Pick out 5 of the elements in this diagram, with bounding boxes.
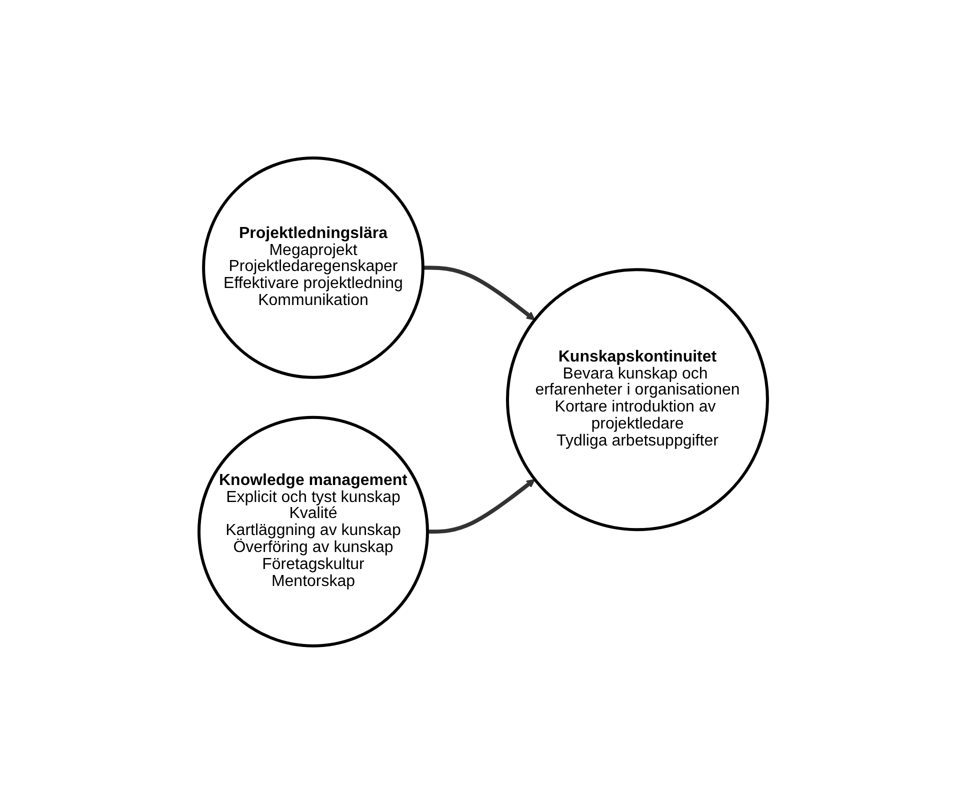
node-circle: Kunskapskontinuitet Bevara kunskap och erfarenheter i organisationen Kortare introduktion av projektledare Tydliga arbetsuppgifter — [506, 268, 769, 532]
node-circle: Projektledningslära Megaprojekt Projektledaregenskaper Effektivare projektledning Kommunikation — [202, 156, 424, 379]
arrow — [422, 266, 535, 320]
node-circle: Knowledge management Explicit och tyst kunskap Kvalité Kartläggning av kunskap Överföring av kunskap Företagskultur Mentorskap — [197, 416, 429, 648]
arrow — [427, 479, 535, 534]
